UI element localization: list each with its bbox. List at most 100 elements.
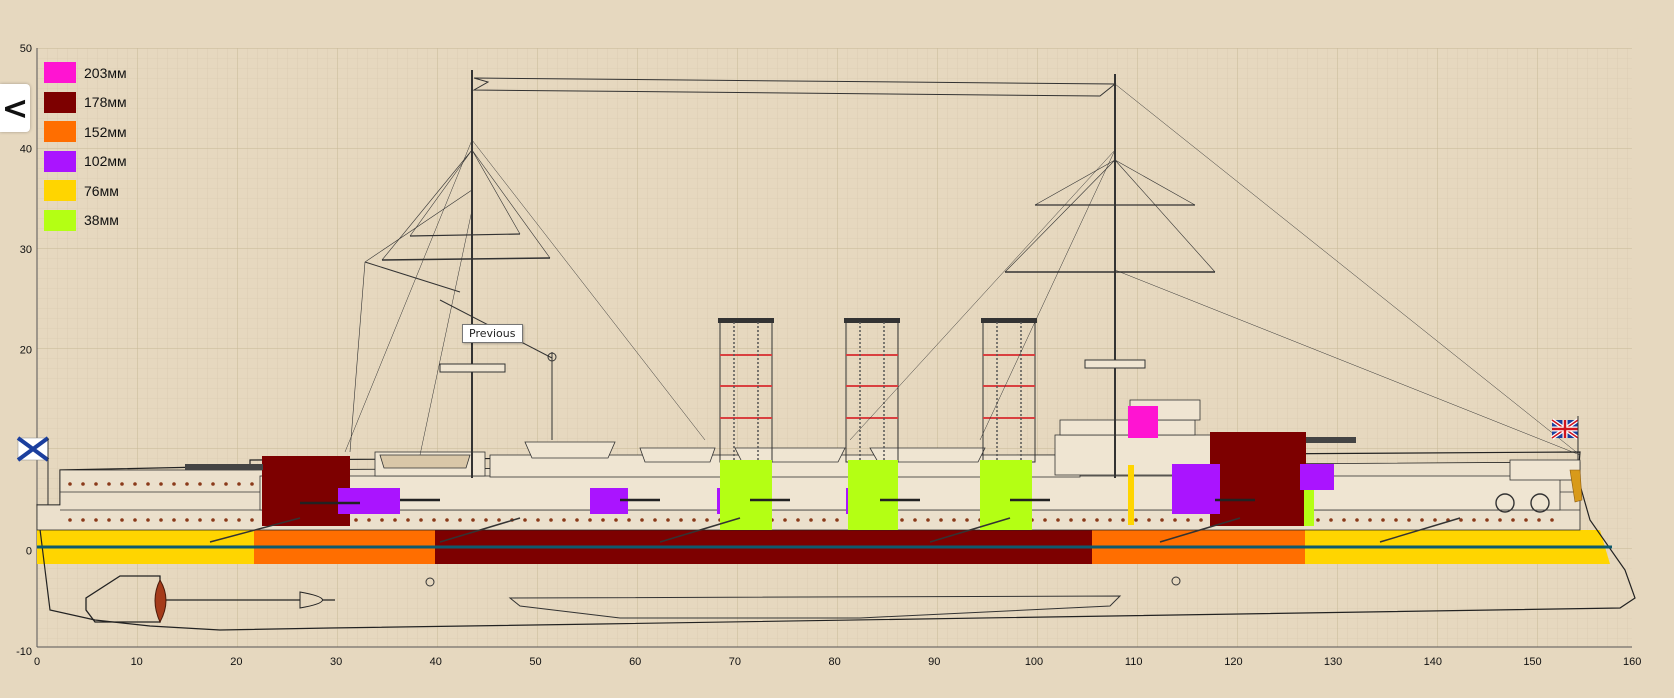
turret-178mm-aft	[262, 456, 350, 526]
porthole	[1511, 518, 1515, 522]
porthole	[107, 482, 111, 486]
x-tick-label: 30	[330, 656, 342, 668]
porthole	[796, 518, 800, 522]
y-tick-label: 0	[26, 546, 32, 558]
porthole	[1108, 518, 1112, 522]
porthole	[432, 518, 436, 522]
funnel	[981, 318, 1037, 463]
legend-label: 38мм	[84, 212, 119, 229]
x-tick-label: 130	[1324, 656, 1342, 668]
legend: 203мм 178мм 152мм 102мм 76мм 38мм	[44, 58, 127, 235]
porthole	[1537, 518, 1541, 522]
porthole	[835, 518, 839, 522]
porthole	[1160, 518, 1164, 522]
previous-button[interactable]: <	[0, 84, 30, 132]
x-tick-label: 80	[828, 656, 840, 668]
porthole	[81, 518, 85, 522]
porthole	[1134, 518, 1138, 522]
porthole	[224, 482, 228, 486]
propeller	[154, 578, 167, 624]
porthole	[562, 518, 566, 522]
porthole	[1342, 518, 1346, 522]
tooltip: Previous	[462, 324, 523, 343]
porthole	[1381, 518, 1385, 522]
funnels	[718, 318, 1037, 463]
porthole	[1121, 518, 1125, 522]
porthole	[1043, 518, 1047, 522]
porthole	[1368, 518, 1372, 522]
x-tick-label: 120	[1224, 656, 1242, 668]
porthole	[445, 518, 449, 522]
legend-swatch	[44, 150, 76, 172]
funnel	[718, 318, 774, 463]
porthole	[354, 518, 358, 522]
st-andrew-flag-icon	[16, 436, 50, 505]
porthole	[783, 518, 787, 522]
legend-item: 178мм	[44, 88, 127, 118]
porthole	[185, 518, 189, 522]
legend-swatch	[44, 209, 76, 231]
porthole	[1186, 518, 1190, 522]
porthole	[705, 518, 709, 522]
porthole	[250, 482, 254, 486]
legend-swatch	[44, 62, 76, 84]
tower-203mm	[1128, 406, 1158, 438]
legend-swatch	[44, 91, 76, 113]
porthole	[172, 518, 176, 522]
legend-label: 203мм	[84, 64, 127, 81]
porthole	[211, 482, 215, 486]
porthole	[81, 482, 85, 486]
porthole	[211, 518, 215, 522]
porthole	[146, 518, 150, 522]
porthole	[1550, 518, 1554, 522]
x-tick-label: 40	[430, 656, 442, 668]
porthole	[120, 482, 124, 486]
porthole	[1394, 518, 1398, 522]
legend-label: 152мм	[84, 123, 127, 140]
legend-swatch	[44, 180, 76, 202]
porthole	[406, 518, 410, 522]
porthole	[224, 518, 228, 522]
porthole	[1472, 518, 1476, 522]
porthole	[1524, 518, 1528, 522]
porthole	[588, 518, 592, 522]
porthole	[666, 518, 670, 522]
porthole	[952, 518, 956, 522]
porthole	[939, 518, 943, 522]
y-tick-label: 20	[20, 345, 32, 357]
porthole	[601, 518, 605, 522]
porthole	[926, 518, 930, 522]
porthole	[1147, 518, 1151, 522]
porthole	[237, 518, 241, 522]
porthole	[120, 518, 124, 522]
porthole	[419, 518, 423, 522]
porthole	[68, 518, 72, 522]
x-tick-label: 20	[230, 656, 242, 668]
porthole	[913, 518, 917, 522]
y-tick-label: -10	[16, 646, 32, 658]
porthole	[471, 518, 475, 522]
y-tick-label: 30	[20, 244, 32, 256]
porthole	[549, 518, 553, 522]
x-tick-label: 10	[131, 656, 143, 668]
legend-item: 102мм	[44, 147, 127, 177]
legend-label: 102мм	[84, 153, 127, 170]
legend-swatch	[44, 121, 76, 143]
porthole	[1056, 518, 1060, 522]
porthole	[1069, 518, 1073, 522]
porthole	[1316, 518, 1320, 522]
x-tick-label: 160	[1623, 656, 1641, 668]
porthole	[133, 482, 137, 486]
masts	[344, 70, 1581, 478]
porthole	[536, 518, 540, 522]
porthole	[393, 518, 397, 522]
x-tick-label: 0	[34, 656, 40, 668]
porthole	[1420, 518, 1424, 522]
x-tick-label: 150	[1523, 656, 1541, 668]
porthole	[159, 518, 163, 522]
porthole	[198, 482, 202, 486]
porthole	[1199, 518, 1203, 522]
porthole	[614, 518, 618, 522]
